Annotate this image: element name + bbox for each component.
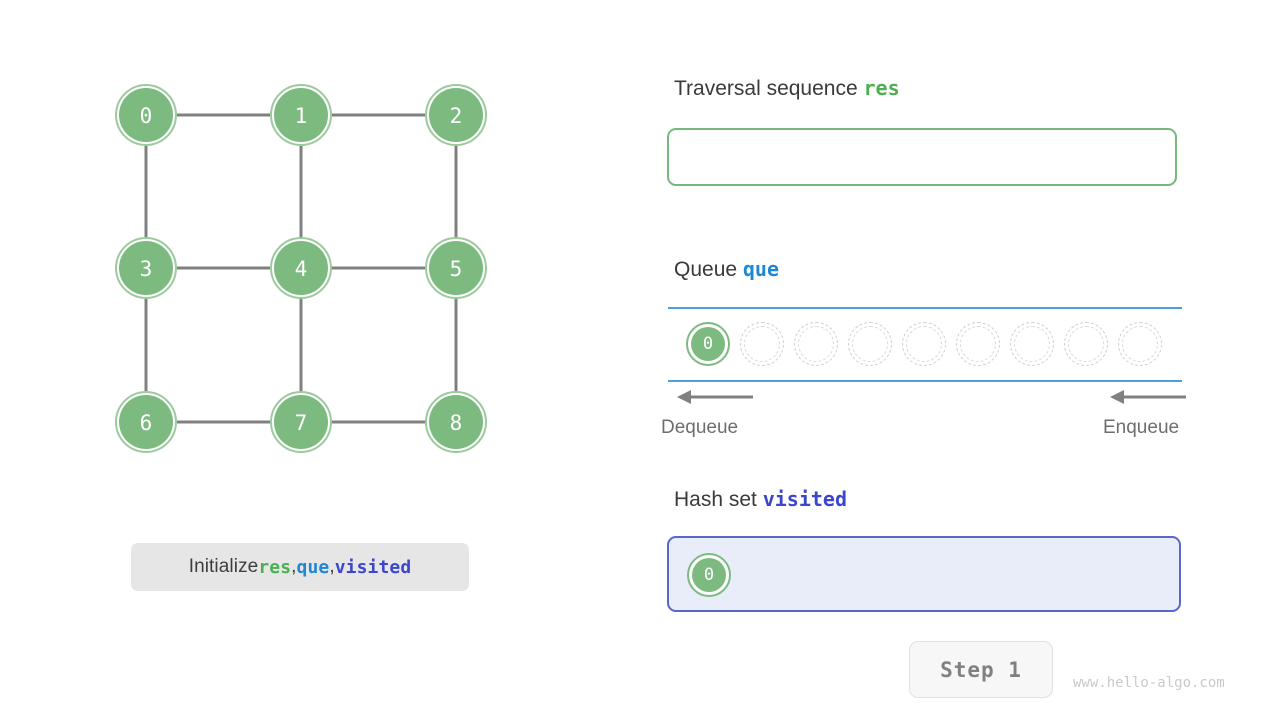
node-body bbox=[429, 241, 483, 295]
node-body bbox=[274, 241, 328, 295]
queue-rail-top bbox=[668, 307, 1182, 309]
node-label: 4 bbox=[295, 257, 308, 281]
node-outer-ring bbox=[115, 391, 177, 453]
queue-rail-bottom bbox=[668, 380, 1182, 382]
node-label: 1 bbox=[295, 104, 308, 128]
node-outer-ring bbox=[270, 84, 332, 146]
visited-title-text: Hash set bbox=[674, 488, 763, 511]
queue-slot-empty[interactable] bbox=[1064, 322, 1108, 366]
node-label: 8 bbox=[450, 411, 463, 435]
node-outer-ring bbox=[115, 84, 177, 146]
watermark: www.hello-algo.com bbox=[1073, 675, 1225, 691]
node-outer-ring bbox=[425, 237, 487, 299]
graph-node-1[interactable]: 1 bbox=[270, 84, 332, 146]
node-body bbox=[274, 88, 328, 142]
caption-comma-2: , bbox=[329, 556, 335, 577]
step-indicator: Step 1 bbox=[909, 641, 1053, 698]
caption-var-res: res bbox=[258, 556, 292, 578]
node-label: 3 bbox=[140, 257, 153, 281]
graph-node-3[interactable]: 3 bbox=[115, 237, 177, 299]
state-panel: Traversal sequence res Queue que 0 Deque… bbox=[661, 0, 1186, 720]
caption-var-visited: visited bbox=[334, 556, 412, 578]
node-body bbox=[119, 241, 173, 295]
res-title-text: Traversal sequence bbox=[674, 77, 864, 100]
visited-set-box: 0 bbox=[667, 536, 1181, 612]
graph-node-0[interactable]: 0 bbox=[115, 84, 177, 146]
graph-node-2[interactable]: 2 bbox=[425, 84, 487, 146]
queue-slot-value: 0 bbox=[702, 334, 714, 354]
caption-comma-1: , bbox=[291, 556, 297, 577]
enqueue-arrow-icon bbox=[1110, 390, 1186, 404]
queue-slot-filled[interactable]: 0 bbox=[686, 322, 730, 366]
node-body bbox=[429, 88, 483, 142]
graph-svg: 0 1 2 3 4 5 6 7 8 bbox=[115, 84, 487, 453]
graph-node-6[interactable]: 6 bbox=[115, 391, 177, 453]
node-body bbox=[119, 395, 173, 449]
node-outer-ring bbox=[270, 237, 332, 299]
res-section-title: Traversal sequence res bbox=[674, 76, 900, 101]
graph-node-8[interactable]: 8 bbox=[425, 391, 487, 453]
graph-visualization: 0 1 2 3 4 5 6 7 8 bbox=[100, 70, 520, 470]
node-body bbox=[119, 88, 173, 142]
graph-edges bbox=[144, 113, 458, 424]
queue-slot-empty[interactable] bbox=[794, 322, 838, 366]
node-body bbox=[429, 395, 483, 449]
node-label: 6 bbox=[140, 411, 153, 435]
node-label: 5 bbox=[450, 257, 463, 281]
caption-prefix: Initialize bbox=[188, 556, 259, 577]
dequeue-arrow-icon bbox=[677, 390, 753, 404]
visited-title-var: visited bbox=[762, 487, 848, 511]
node-outer-ring bbox=[270, 391, 332, 453]
graph-node-7[interactable]: 7 bbox=[270, 391, 332, 453]
node-label: 2 bbox=[450, 104, 463, 128]
node-outer-ring bbox=[425, 84, 487, 146]
queue-operations-row: Dequeue Enqueue bbox=[661, 384, 1186, 444]
queue-slot-empty[interactable] bbox=[848, 322, 892, 366]
queue-section-title: Queue que bbox=[674, 257, 779, 282]
visited-chip-value: 0 bbox=[703, 565, 715, 585]
node-outer-ring bbox=[425, 391, 487, 453]
queue-title-var: que bbox=[742, 257, 780, 281]
res-title-var: res bbox=[863, 76, 900, 100]
node-label: 0 bbox=[140, 104, 153, 128]
queue-slot-empty[interactable] bbox=[956, 322, 1000, 366]
queue-slot-empty[interactable] bbox=[1010, 322, 1054, 366]
node-label: 7 bbox=[295, 411, 308, 435]
visited-chip[interactable]: 0 bbox=[687, 553, 731, 597]
visited-section-title: Hash set visited bbox=[674, 487, 847, 512]
graph-node-4[interactable]: 4 bbox=[270, 237, 332, 299]
enqueue-label: Enqueue bbox=[1103, 417, 1180, 438]
node-body bbox=[274, 395, 328, 449]
queue-slot-empty[interactable] bbox=[740, 322, 784, 366]
graph-nodes: 0 1 2 3 4 5 6 7 8 bbox=[115, 84, 487, 453]
dequeue-label: Dequeue bbox=[661, 417, 739, 438]
node-outer-ring bbox=[115, 237, 177, 299]
queue-title-text: Queue bbox=[674, 258, 743, 281]
queue-track: 0 bbox=[666, 307, 1182, 382]
graph-node-5[interactable]: 5 bbox=[425, 237, 487, 299]
res-list-box bbox=[667, 128, 1177, 186]
queue-slot-empty[interactable] bbox=[902, 322, 946, 366]
queue-slot-empty[interactable] bbox=[1118, 322, 1162, 366]
caption-box: Initialize res, que, visited bbox=[131, 543, 469, 591]
caption-var-que: que bbox=[296, 556, 330, 578]
